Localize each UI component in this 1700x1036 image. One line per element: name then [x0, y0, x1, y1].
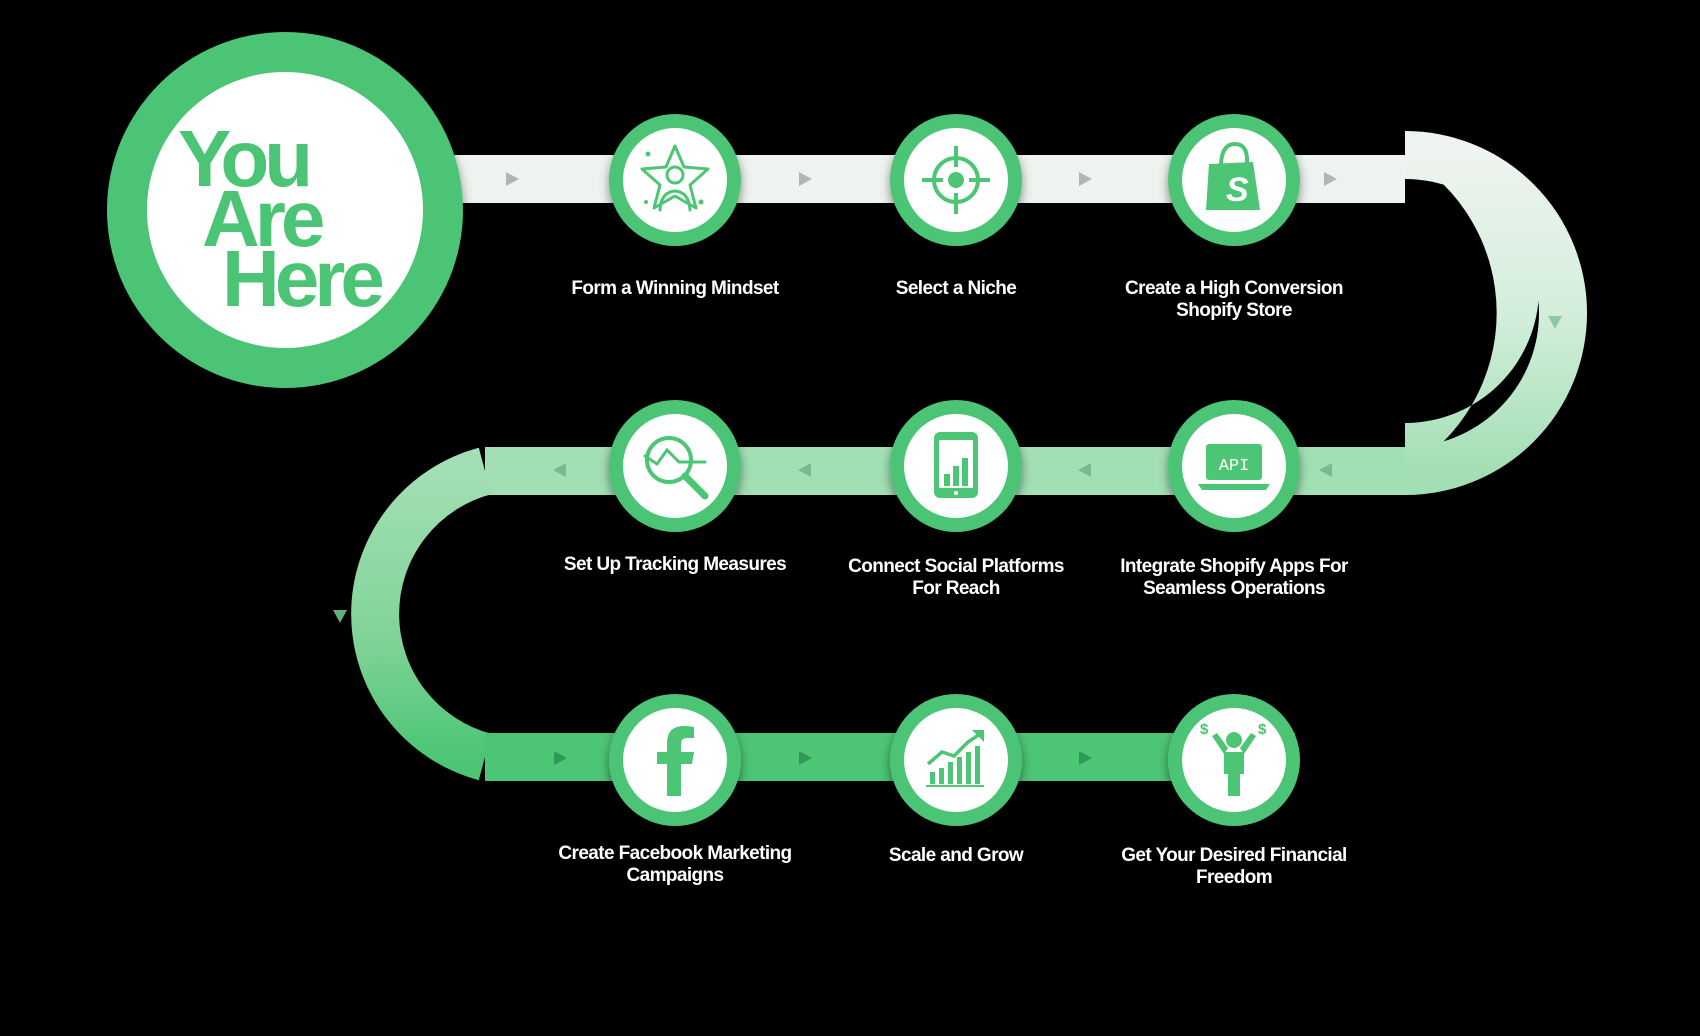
hero-inner-disc — [147, 72, 423, 348]
track-arrow-right — [799, 172, 812, 186]
hero-line-1: You — [178, 114, 308, 203]
track-arrow-right — [1324, 172, 1337, 186]
track-arrow-left — [553, 463, 566, 477]
direction-arrows — [333, 172, 1562, 765]
step-icons: S API — [640, 141, 1270, 796]
step-node-6 — [609, 400, 741, 532]
target-icon — [922, 146, 990, 214]
person-money-icon: $ $ — [1200, 721, 1267, 796]
svg-text:S: S — [1226, 171, 1249, 209]
step-label-3: Create a High Conversion Shopify Store — [1125, 278, 1343, 321]
api-laptop-icon: API — [1198, 444, 1270, 490]
hero-line-3: Here — [222, 234, 382, 323]
track-arrow-down — [1548, 316, 1562, 329]
step-node-disc — [623, 128, 727, 232]
magnifier-chart-icon — [643, 436, 709, 500]
track-arrow-right — [799, 751, 812, 765]
track-curve-right — [1405, 155, 1539, 471]
track-arrow-down — [333, 610, 347, 623]
step-label-6: Set Up Tracking Measures — [563, 554, 787, 575]
step-label-9: Get Your Desired Financial Freedom — [1121, 845, 1347, 888]
track-arrow-right — [506, 172, 519, 186]
step-label-5: Connect Social Platforms For Reach — [848, 556, 1064, 599]
track-curve-left-band — [351, 447, 492, 781]
growth-chart-icon — [926, 730, 984, 787]
step-label-4: Integrate Shopify Apps For Seamless Oper… — [1120, 556, 1348, 599]
step-node-1 — [609, 114, 741, 246]
you-are-here-badge: You Are Here — [107, 32, 463, 388]
hero-line-2: Are — [202, 174, 323, 263]
step-label-1: Form a Winning Mindset — [571, 278, 779, 299]
track-arrow-right — [1079, 751, 1092, 765]
tablet-chart-icon — [934, 432, 978, 498]
track-arrow-left — [1078, 463, 1091, 477]
step-label-8: Scale and Grow — [888, 845, 1024, 866]
facebook-icon — [657, 726, 694, 796]
track-arrow-left — [798, 463, 811, 477]
track-arrow-right — [554, 751, 567, 765]
step-node-disc — [623, 414, 727, 518]
shopify-bag-icon: S — [1206, 141, 1260, 210]
svg-text:$: $ — [1200, 721, 1209, 738]
step-label-7: Create Facebook Marketing Campaigns — [558, 843, 792, 886]
track-curve-right-band — [1404, 131, 1587, 495]
svg-text:$: $ — [1258, 721, 1267, 738]
track-arrow-left — [1319, 463, 1332, 477]
step-node-8 — [890, 694, 1022, 826]
step-label-2: Select a Niche — [895, 278, 1017, 299]
star-person-icon — [640, 144, 710, 212]
track-arrow-right — [1079, 172, 1092, 186]
step-node-disc — [904, 708, 1008, 812]
svg-text:API: API — [1219, 457, 1250, 476]
